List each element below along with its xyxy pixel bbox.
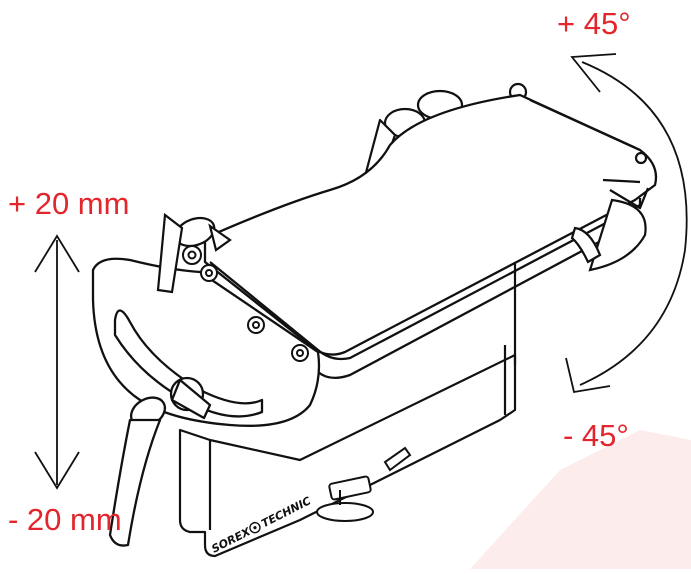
tabletop [203, 93, 658, 380]
tilt-arrow [565, 53, 688, 394]
stand-plate [178, 250, 517, 558]
height-arrow [34, 234, 80, 490]
front-pivot [156, 212, 232, 294]
height-positive-label: + 20 mm [8, 186, 130, 221]
leveling-foot [316, 446, 412, 522]
tilt-negative-label: - 45° [563, 418, 629, 453]
bolt-group [182, 245, 309, 362]
height-negative-label: - 20 mm [8, 502, 122, 537]
tilt-positive-label: + 45° [557, 6, 631, 41]
clamp-lever [108, 376, 212, 547]
tilt-disc [570, 151, 648, 272]
watermark-shape [470, 430, 691, 569]
